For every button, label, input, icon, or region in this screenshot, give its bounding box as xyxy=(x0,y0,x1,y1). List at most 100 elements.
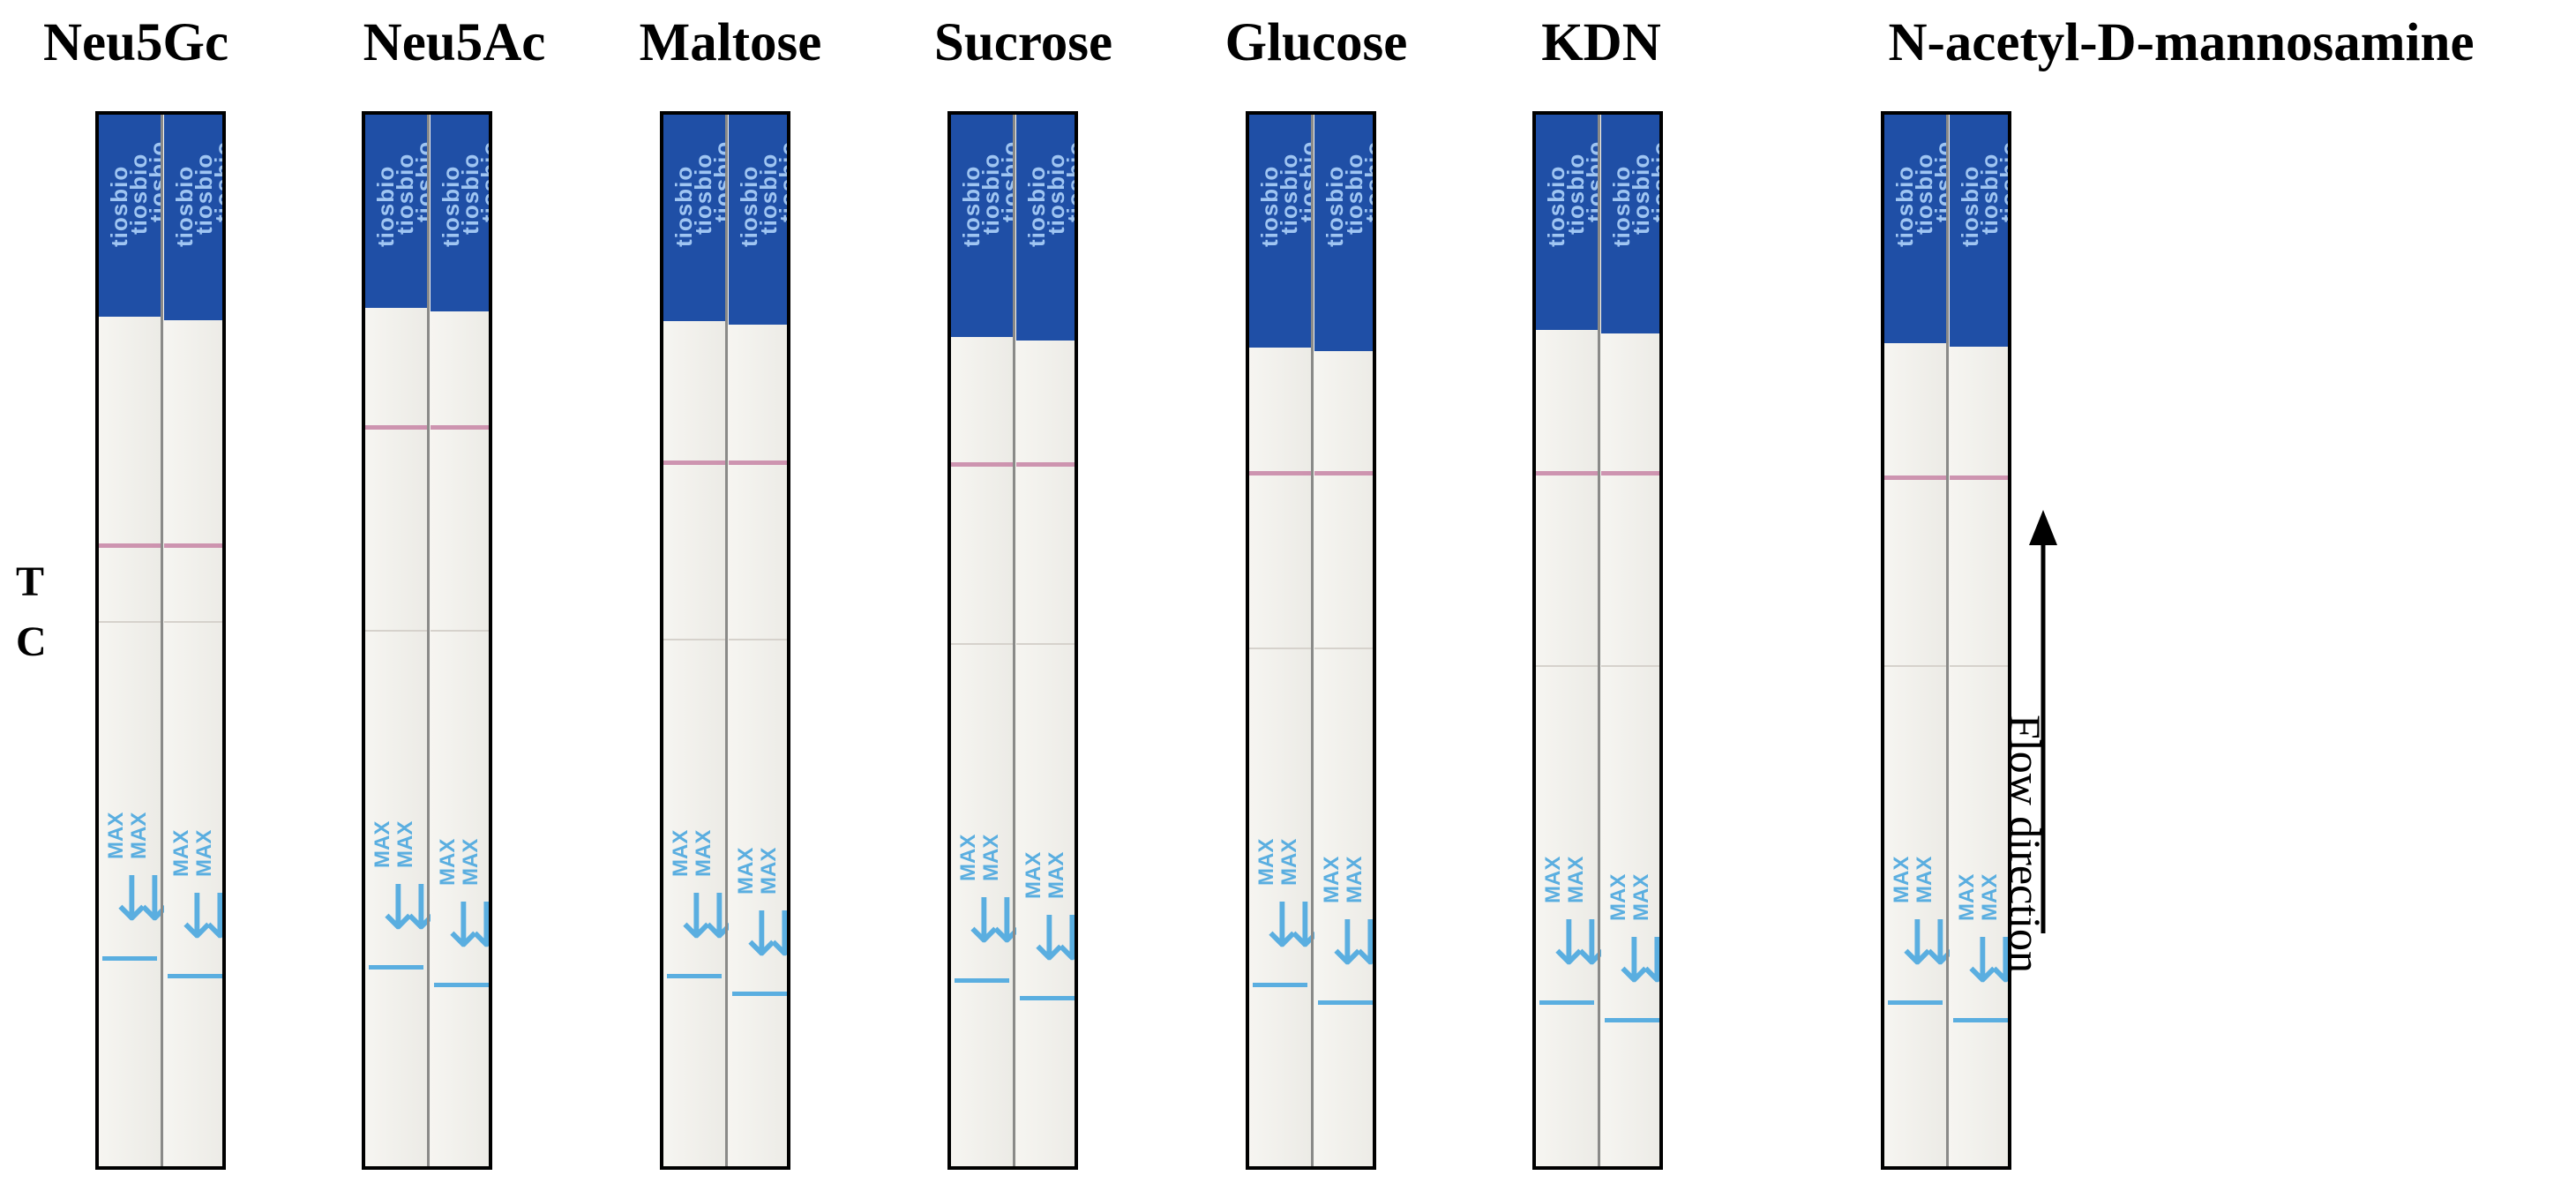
strip-divider xyxy=(1598,115,1600,1166)
sample-pad-line xyxy=(732,992,787,996)
down-arrow-icon: ↓ xyxy=(1957,925,2009,997)
pad-boundary xyxy=(1249,648,1311,649)
max-text: MAX xyxy=(757,847,781,895)
max-text: MAX xyxy=(127,812,151,859)
max-text: MAX xyxy=(1955,873,1979,921)
sample-pad-line xyxy=(168,974,222,978)
strip-divider xyxy=(427,115,430,1166)
strip-divider xyxy=(725,115,728,1166)
sample-label-kdn: KDN xyxy=(1541,13,1661,72)
down-arrow-icon: ↓ xyxy=(1256,889,1308,962)
sample-pad-line xyxy=(434,983,489,987)
down-arrow-icon: ↓ xyxy=(194,886,222,947)
brand-text: tiosbio xyxy=(709,140,725,222)
pad-boundary xyxy=(1016,643,1075,645)
pad-boundary xyxy=(1950,665,2008,667)
pad-boundary xyxy=(365,630,427,632)
pad-boundary xyxy=(663,639,725,640)
max-text: MAX xyxy=(956,834,980,881)
sample-pad-line xyxy=(955,978,1009,983)
down-arrow-icon: ↓ xyxy=(1980,930,2008,992)
test-line-band xyxy=(1249,471,1311,475)
down-arrow-icon: ↓ xyxy=(958,885,1010,957)
down-arrow-icon: ↓↓ xyxy=(732,903,787,992)
down-arrow-icon: ↓ xyxy=(670,880,723,953)
sample-pad-line xyxy=(1539,1000,1594,1005)
down-arrow-icon: ↓↓ xyxy=(1953,930,2008,1018)
brand-text: tiosbio xyxy=(145,140,161,222)
down-arrow-icon: ↓ xyxy=(759,903,787,965)
max-text: MAX xyxy=(669,829,693,877)
brand-text: tiosbio xyxy=(210,140,226,222)
pad-boundary xyxy=(1884,665,1946,667)
down-arrow-icon: ↓↓ xyxy=(1253,889,1331,983)
brand-text: tiosbio xyxy=(775,140,790,222)
strip-divider xyxy=(161,115,163,1166)
strip-divider xyxy=(1013,115,1015,1166)
max-text: MAX xyxy=(1541,856,1565,903)
test-line-band xyxy=(365,425,427,430)
pad-boundary xyxy=(951,643,1013,645)
sample-pad-line xyxy=(667,974,722,978)
sample-pad-line xyxy=(1318,1000,1373,1005)
sample-pad-line xyxy=(1253,983,1307,987)
brand-text: tiosbio xyxy=(1647,140,1663,222)
pad-boundary xyxy=(729,639,787,640)
max-text: MAX xyxy=(1890,856,1913,903)
sample-pad-line xyxy=(1953,1018,2008,1022)
test-line-band xyxy=(729,460,787,465)
brand-text: tiosbio xyxy=(476,140,492,222)
max-text: MAX xyxy=(1045,851,1068,899)
max-text: MAX xyxy=(371,820,394,868)
down-arrow-icon: ↓↓ xyxy=(667,880,745,974)
flow-direction-arrow-icon xyxy=(2029,510,2057,933)
down-arrow-icon: ↓ xyxy=(171,880,223,953)
down-arrow-icon: ↓↓ xyxy=(1605,930,1659,1018)
brand-text: tiosbio xyxy=(1930,140,1946,222)
max-text: MAX xyxy=(1343,856,1367,903)
brand-text: tiosbio xyxy=(1996,140,2011,222)
down-arrow-icon: ↓ xyxy=(1631,930,1659,992)
sample-label-maltose: Maltose xyxy=(639,13,822,72)
test-line-band xyxy=(1884,475,1946,480)
sample-pad-line xyxy=(1605,1018,1659,1022)
sample-pad-line xyxy=(102,956,157,961)
strip-divider xyxy=(1946,115,1949,1166)
max-text: MAX xyxy=(734,847,758,895)
down-arrow-icon: ↓ xyxy=(372,872,424,944)
down-arrow-icon: ↓ xyxy=(1322,907,1374,979)
max-text: MAX xyxy=(436,838,460,886)
test-line-band xyxy=(1601,471,1659,475)
brand-text: tiosbio xyxy=(1360,140,1376,222)
test-line-band xyxy=(951,462,1013,467)
down-arrow-icon: ↓ xyxy=(1891,907,1943,979)
test-line-band xyxy=(1536,471,1598,475)
sample-label-glucose: Glucose xyxy=(1224,13,1408,72)
